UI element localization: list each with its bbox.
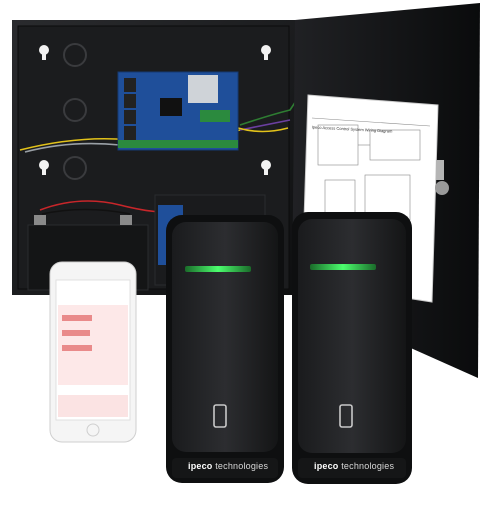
card-reader-right [292, 212, 412, 484]
card-reader-left [166, 215, 284, 483]
controller-board [117, 71, 239, 151]
wiring-diagram-title: Ipeco Access Control System Wiring Diagr… [312, 124, 394, 133]
enclosure-box [12, 20, 295, 295]
reader-left-brand-label: ipeco technologies [188, 461, 269, 471]
smartphone [49, 261, 137, 443]
reader-right-brand-label: ipeco technologies [314, 461, 395, 471]
